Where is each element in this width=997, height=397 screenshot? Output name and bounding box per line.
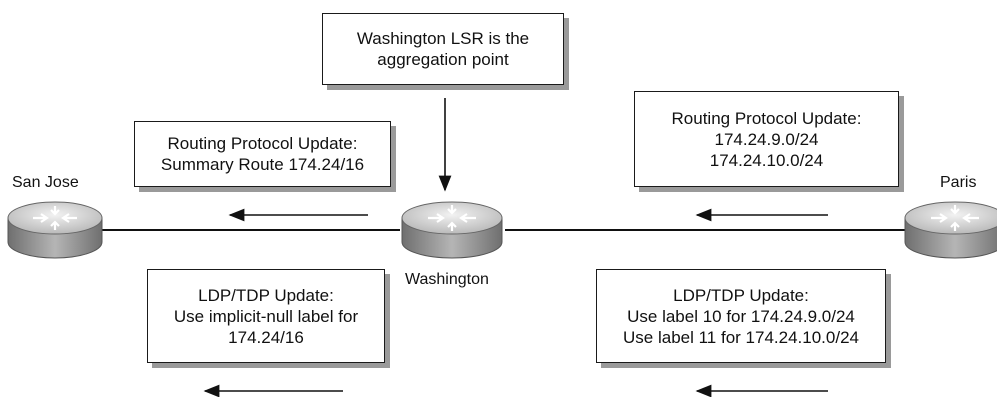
router-washington-icon: [401, 201, 503, 259]
routing-update-left-box: Routing Protocol Update: Summary Route 1…: [134, 121, 391, 187]
aggregation-point-box: Washington LSR is the aggregation point: [322, 13, 564, 85]
ldp-update-left-box: LDP/TDP Update: Use implicit-null label …: [147, 269, 385, 363]
paris-label: Paris: [940, 174, 977, 191]
box-line: Use label 11 for 174.24.10.0/24: [623, 327, 859, 347]
box-line: LDP/TDP Update:: [198, 285, 334, 305]
box-line: 174.24.9.0/24: [714, 129, 819, 149]
box-line: Use implicit-null label for: [173, 306, 359, 326]
box-line: aggregation point: [377, 50, 509, 69]
box-line: 174.24.10.0/24: [709, 150, 824, 170]
router-san-jose-icon: [7, 201, 103, 259]
washington-label: Washington: [405, 271, 489, 288]
box-line: Use label 10 for 174.24.9.0/24: [627, 306, 855, 326]
ldp-update-right-box: LDP/TDP Update: Use label 10 for 174.24.…: [596, 269, 886, 363]
box-line: Washington LSR is the: [356, 29, 530, 48]
san-jose-label: San Jose: [12, 174, 79, 191]
box-line: LDP/TDP Update:: [673, 285, 809, 305]
routing-update-right-box: Routing Protocol Update: 174.24.9.0/24 1…: [634, 91, 899, 187]
box-line: 174.24/16: [228, 327, 304, 347]
box-line: Routing Protocol Update:: [671, 108, 862, 128]
router-paris-icon: [904, 201, 997, 259]
box-line: Summary Route 174.24/16: [160, 155, 365, 174]
box-line: Routing Protocol Update:: [167, 134, 358, 153]
